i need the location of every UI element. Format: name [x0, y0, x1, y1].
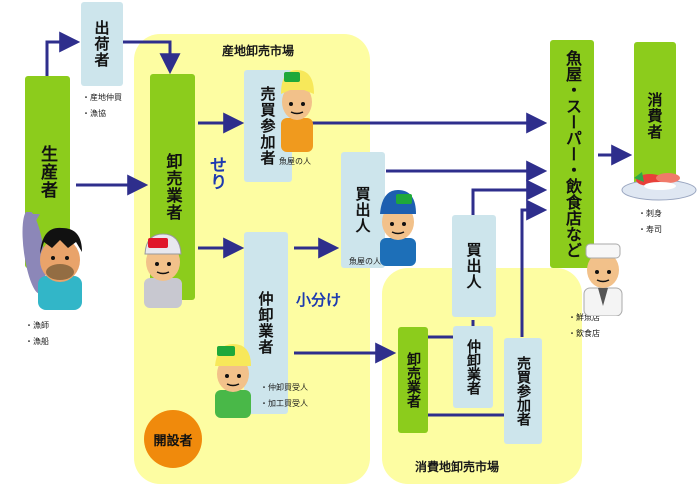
buyer-box: 買出人	[341, 152, 385, 268]
arrow-producer-shipper	[45, 31, 81, 76]
fish-shop-person-label-1: 魚屋の人	[279, 157, 311, 166]
shipper-notes: ・産地仲買・漁協	[82, 93, 122, 118]
buyer-person-icon	[380, 190, 416, 266]
consumer-consign-box: 売買参加者	[504, 338, 542, 444]
consumer-buyer-box: 買出人	[452, 215, 496, 317]
chef-icon	[583, 243, 623, 316]
fisherman-with-fish-icon	[22, 212, 82, 310]
founder-circle: 開設者	[144, 410, 202, 468]
consumer-middleman-box: 仲卸業者	[453, 326, 493, 408]
auctioneer-icon	[144, 233, 182, 308]
middleman-box: 仲卸業者	[244, 232, 288, 414]
consumer-market-title: 消費地卸売市場	[415, 460, 500, 474]
consumer-wholesaler-box: 卸売業者	[398, 327, 428, 433]
consumer-notes: ・刺身・寿司	[638, 209, 662, 234]
arrow-cconsign-retailer	[520, 199, 548, 337]
retailer-notes: ・鮮魚店・飲食店	[568, 313, 600, 338]
middleman-person-icon	[215, 344, 251, 418]
shipper-box: 出荷者	[81, 2, 123, 86]
sushi-plate-icon	[621, 172, 697, 201]
fish-shop-person-label-2: 魚屋の人	[349, 257, 381, 266]
arrow-cbuyer-retailer	[471, 179, 548, 215]
consumer-box: 消費者	[634, 42, 676, 190]
auction-label: せり	[206, 156, 226, 190]
producer-notes: ・漁師・漁船	[25, 321, 49, 346]
arrow-shipper-wholesaler	[112, 40, 181, 75]
producer-market-title: 産地卸売市場	[222, 44, 295, 58]
subdivide-label: 小分け	[296, 291, 342, 309]
middleman-notes: ・仲卸買受人・加工買受人	[260, 383, 308, 408]
retailer-box: 魚屋・スーパー・飲食店など	[550, 40, 594, 268]
consign-buyer-person-icon	[281, 70, 314, 152]
